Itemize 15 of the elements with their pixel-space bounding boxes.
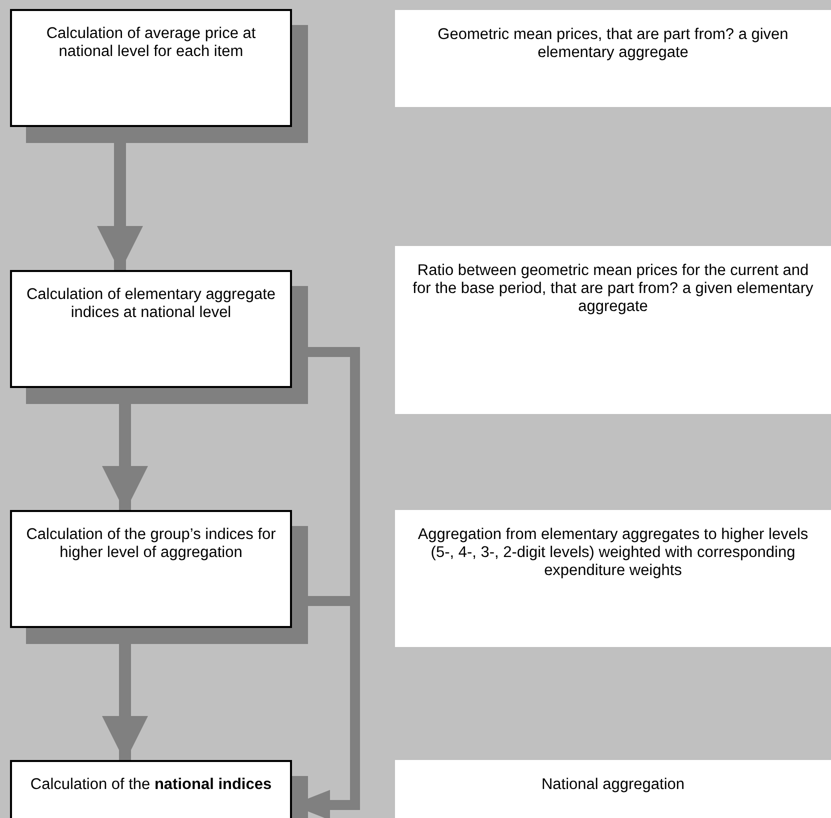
process-box	[10, 510, 292, 628]
process-box	[10, 9, 292, 127]
description-box	[395, 246, 831, 414]
box-text: Calculation of elementary aggregate indices at national level	[25, 286, 276, 322]
box-text: Aggregation from elementary aggregates to higher levels (5-, 4-, 3-, 2-digit levels) weighted with corresponding expenditure weights	[416, 526, 810, 580]
box-text: Calculation of the national indices	[29, 776, 273, 794]
description-box	[395, 510, 831, 647]
box-text: Calculation of average price at national level for each item	[45, 25, 257, 61]
box-text: Calculation of the group’s indices for higher level of aggregation	[25, 526, 277, 562]
box-text: Ratio between geometric mean prices for the current and for the base period, that are part from? a given elementary aggregate	[412, 262, 814, 316]
box-text: Geometric mean prices, that are part from? a given elementary aggregate	[436, 26, 790, 62]
description-box	[395, 760, 831, 818]
description-box	[395, 10, 831, 107]
process-box	[10, 270, 292, 388]
box-text: National aggregation	[540, 776, 686, 794]
